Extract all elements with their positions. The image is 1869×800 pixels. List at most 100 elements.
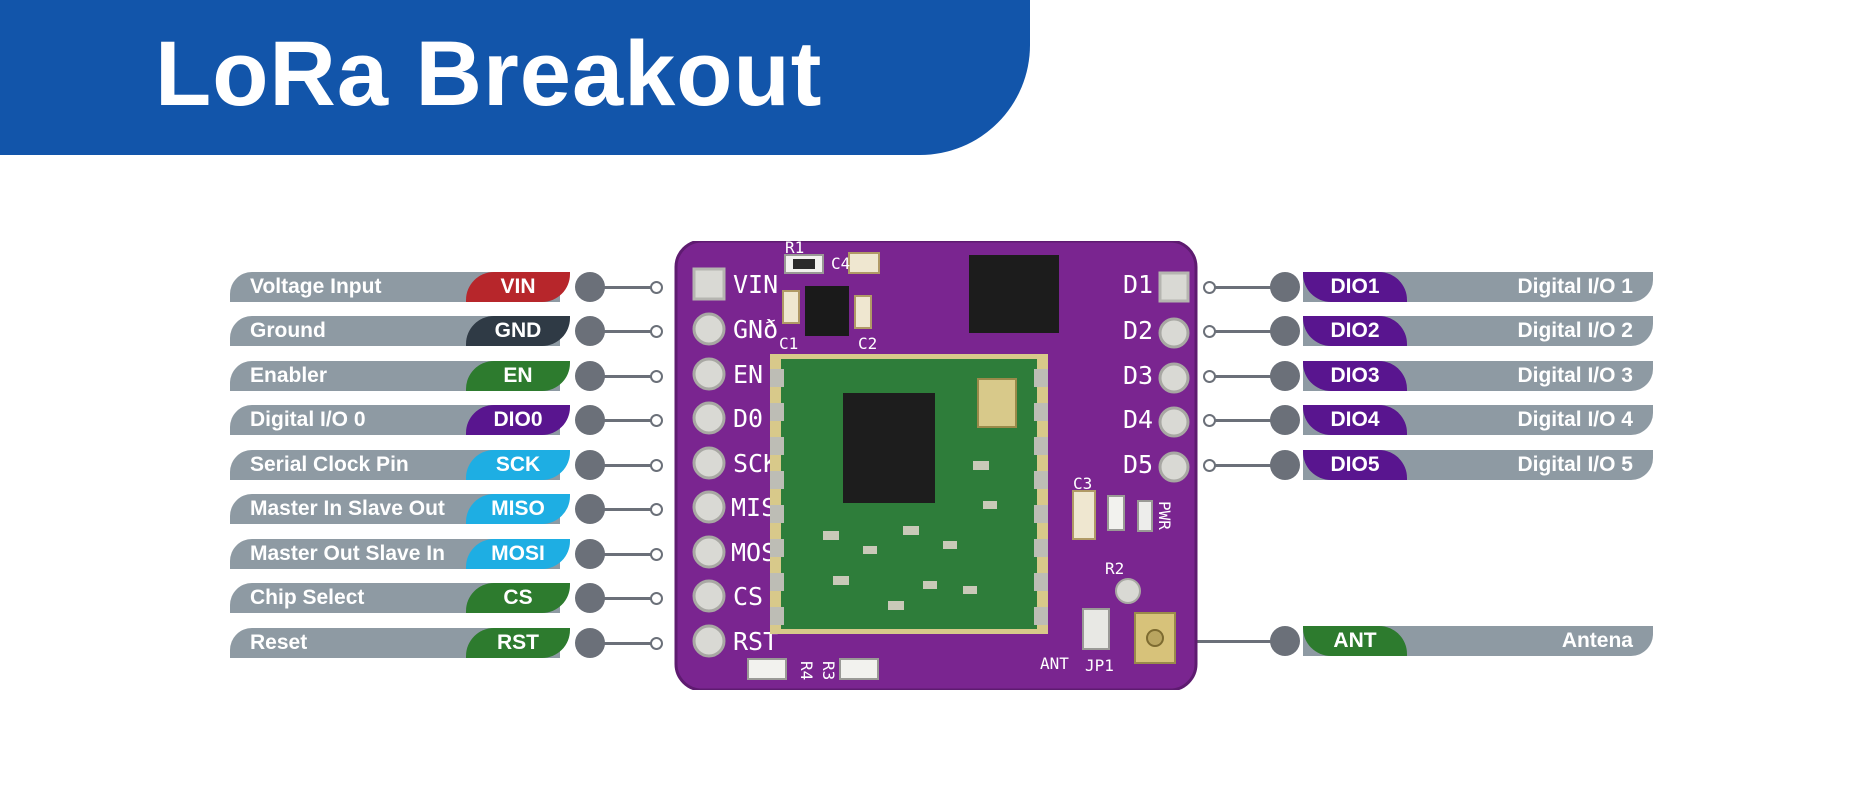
silk-r3: R3 xyxy=(819,661,838,680)
silk-d2: D2 xyxy=(1123,316,1153,345)
pin-row-sck: Serial Clock Pin SCK xyxy=(230,450,663,480)
pad-square-d1 xyxy=(1158,271,1190,303)
silk-r2: R2 xyxy=(1105,559,1124,578)
pin-leader-line xyxy=(602,508,652,511)
capacitor-c2 xyxy=(854,295,872,329)
pin-dot xyxy=(575,494,605,524)
pin-description: Digital I/O 0 xyxy=(250,408,366,431)
pin-leader-line xyxy=(602,375,652,378)
pin-dot xyxy=(1270,361,1300,391)
jumper-jp1 xyxy=(1082,608,1110,650)
pin-leader-end xyxy=(650,548,663,561)
pin-row-miso: Master In Slave Out MISO xyxy=(230,494,663,524)
pad-square-vin xyxy=(692,267,726,301)
right-header-pads xyxy=(1158,271,1190,483)
pin-leader-end xyxy=(650,370,663,383)
crystal-oscillator xyxy=(977,378,1017,428)
pin-dot xyxy=(1270,316,1300,346)
pin-tag: MISO xyxy=(466,494,570,524)
pin-dot xyxy=(575,361,605,391)
pin-leader-line xyxy=(1210,464,1274,467)
pin-leader-end xyxy=(1203,325,1216,338)
pin-dot xyxy=(1270,272,1300,302)
pin-row-en: Enabler EN xyxy=(230,361,663,391)
lora-board-illustration: VIN GNð EN D0 SCK MISO MOSI CS RST D1 D2… xyxy=(674,241,1198,690)
regulator-ic xyxy=(805,286,849,336)
pin-tag: DIO1 xyxy=(1303,272,1407,302)
pin-dot xyxy=(575,628,605,658)
level-shifter-ic xyxy=(969,255,1059,333)
silk-r4: R4 xyxy=(797,661,816,680)
pin-leader-end xyxy=(650,592,663,605)
pin-leader-line xyxy=(1210,286,1274,289)
pin-row-ant: Antena ANT xyxy=(1163,626,1653,656)
pin-leader-line xyxy=(602,642,652,645)
pad-d0 xyxy=(692,401,726,435)
silk-d4: D4 xyxy=(1123,405,1153,434)
pin-leader-end xyxy=(650,503,663,516)
silk-en: EN xyxy=(733,360,763,389)
pin-row-rst: Reset RST xyxy=(230,628,663,658)
silk-d1: D1 xyxy=(1123,270,1153,299)
pin-dot xyxy=(1270,405,1300,435)
pin-leader-line xyxy=(602,419,652,422)
pin-tag: MOSI xyxy=(466,539,570,569)
title-banner: LoRa Breakout xyxy=(0,0,1030,155)
pin-leader-line xyxy=(1210,375,1274,378)
pin-row-dio1: Digital I/O 1 DIO1 xyxy=(1203,272,1653,302)
pin-description: Ground xyxy=(250,319,326,342)
capacitor-c4 xyxy=(848,252,880,274)
pin-tag: RST xyxy=(466,628,570,658)
pin-row-dio2: Digital I/O 2 DIO2 xyxy=(1203,316,1653,346)
silk-c4: C4 xyxy=(831,254,850,273)
page-title: LoRa Breakout xyxy=(155,23,823,125)
mounting-pad xyxy=(1115,578,1141,604)
pin-dot xyxy=(575,272,605,302)
pin-row-dio0: Digital I/O 0 DIO0 xyxy=(230,405,663,435)
pin-row-dio3: Digital I/O 3 DIO3 xyxy=(1203,361,1653,391)
pin-leader-end xyxy=(1203,414,1216,427)
pin-tag: DIO5 xyxy=(1303,450,1407,480)
resistor-r4 xyxy=(747,658,787,680)
pin-dot xyxy=(575,450,605,480)
pin-tag: DIO4 xyxy=(1303,405,1407,435)
silk-c3: C3 xyxy=(1073,474,1092,493)
pin-leader-line xyxy=(602,464,652,467)
pin-leader-end xyxy=(650,281,663,294)
pin-tag: DIO3 xyxy=(1303,361,1407,391)
pad-en xyxy=(692,357,726,391)
pad-cs xyxy=(692,579,726,613)
pin-leader-line xyxy=(602,553,652,556)
silk-r1: R1 xyxy=(785,241,804,257)
pin-description: Digital I/O 5 xyxy=(1517,453,1633,476)
pcb-edge-shade xyxy=(674,241,1198,690)
pin-tag: ANT xyxy=(1303,626,1407,656)
pin-leader-line xyxy=(602,330,652,333)
pad-sck xyxy=(692,446,726,480)
pin-description: Digital I/O 2 xyxy=(1517,319,1633,342)
silk-vin: VIN xyxy=(733,270,778,299)
pin-tag: SCK xyxy=(466,450,570,480)
pin-leader-line xyxy=(1210,419,1274,422)
power-led xyxy=(1137,500,1153,532)
pin-leader-line xyxy=(602,286,652,289)
silk-ant: ANT xyxy=(1040,654,1069,673)
pin-description: Reset xyxy=(250,631,308,654)
pin-description: Digital I/O 3 xyxy=(1517,364,1633,387)
pin-tag: DIO0 xyxy=(466,405,570,435)
silk-gnd: GNð xyxy=(733,315,778,344)
pin-row-dio4: Digital I/O 4 DIO4 xyxy=(1203,405,1653,435)
pin-tag: GND xyxy=(466,316,570,346)
resistor-r3 xyxy=(839,658,879,680)
pin-leader-end xyxy=(650,637,663,650)
pin-row-vin: Voltage Input VIN xyxy=(230,272,663,302)
left-header-pads xyxy=(692,267,726,658)
pin-dot xyxy=(575,405,605,435)
pin-dot xyxy=(575,316,605,346)
pin-leader-line xyxy=(1210,330,1274,333)
pin-tag: VIN xyxy=(466,272,570,302)
resistor-r1-body xyxy=(793,259,815,269)
pin-leader-end xyxy=(650,414,663,427)
silk-d3: D3 xyxy=(1123,361,1153,390)
pad-rst xyxy=(692,624,726,658)
